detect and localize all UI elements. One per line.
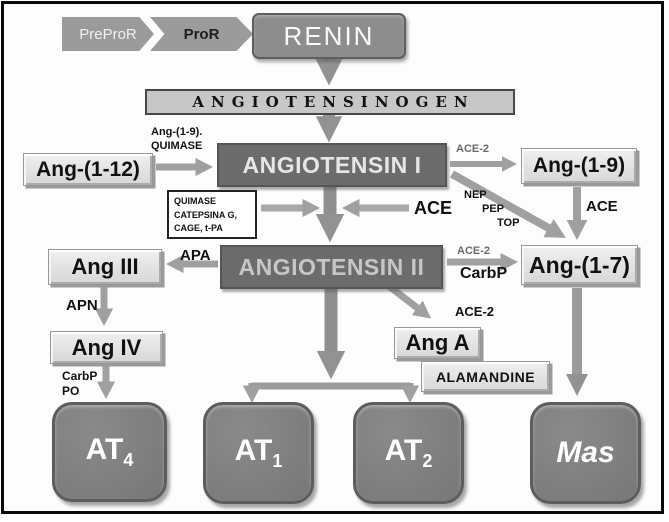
receptor-at1: AT1 xyxy=(203,402,314,504)
enzyme-line-quimase: QUIMASE xyxy=(174,196,217,206)
label-ace-right: ACE xyxy=(586,198,618,215)
label-apn: APN xyxy=(66,297,98,314)
label-ace2-top: ACE-2 xyxy=(456,143,490,155)
label-pep: PEP xyxy=(482,203,505,215)
receptor-at2: AT2 xyxy=(353,402,464,504)
label-ace2-mid: ACE-2 xyxy=(457,245,491,257)
enzyme-line-catepsina: CATEPSINA G, xyxy=(174,209,238,220)
label-apa: APA xyxy=(180,247,211,264)
enzyme-list-box: QUIMASE CATEPSINA G, CAGE, t-PA xyxy=(167,190,257,239)
enzyme-line-cage-tpa: CAGE, t-PA xyxy=(174,223,223,233)
renin-box: RENIN xyxy=(252,13,406,59)
prepror-chevron: PreProR xyxy=(62,17,154,51)
receptor-at1-label: AT1 xyxy=(234,434,283,471)
pror-chevron: ProR xyxy=(150,17,253,51)
receptor-mas: Mas xyxy=(530,402,641,504)
label-nep: NEP xyxy=(464,189,487,201)
receptor-at2-label: AT2 xyxy=(384,434,433,471)
label-ace-center: ACE xyxy=(414,198,453,218)
label-quimase: QUIMASE xyxy=(151,140,203,152)
node-ang-1-7: Ang-(1-7) xyxy=(521,245,638,285)
node-angiotensin-ii: ANGIOTENSIN II xyxy=(220,245,443,289)
node-ang-iii: Ang III xyxy=(48,249,162,285)
label-ang-1-9-dot: Ang-(1-9). xyxy=(151,126,203,138)
angiotensinogen-bar: ANGIOTENSINOGEN xyxy=(145,89,515,115)
label-top: TOP xyxy=(497,217,520,229)
label-carbp-mid: CarbP xyxy=(460,265,508,282)
label-carbp-left: CarbP xyxy=(62,369,98,383)
node-ang-iv: Ang IV xyxy=(50,331,163,364)
node-angiotensin-i: ANGIOTENSIN I xyxy=(217,143,447,187)
node-alamandine: ALAMANDINE xyxy=(421,361,550,392)
receptor-at4-label: AT4 xyxy=(85,433,134,470)
label-po: PO xyxy=(62,384,80,398)
node-ang-1-9: Ang-(1-9) xyxy=(521,148,637,184)
label-ace2-anga: ACE-2 xyxy=(455,304,495,319)
node-ang-a: Ang A xyxy=(394,327,481,359)
arrow-angI-to-ang17-diagonal xyxy=(450,170,566,238)
receptor-at4: AT4 xyxy=(52,402,167,502)
node-ang-1-12: Ang-(1-12) xyxy=(23,153,153,186)
